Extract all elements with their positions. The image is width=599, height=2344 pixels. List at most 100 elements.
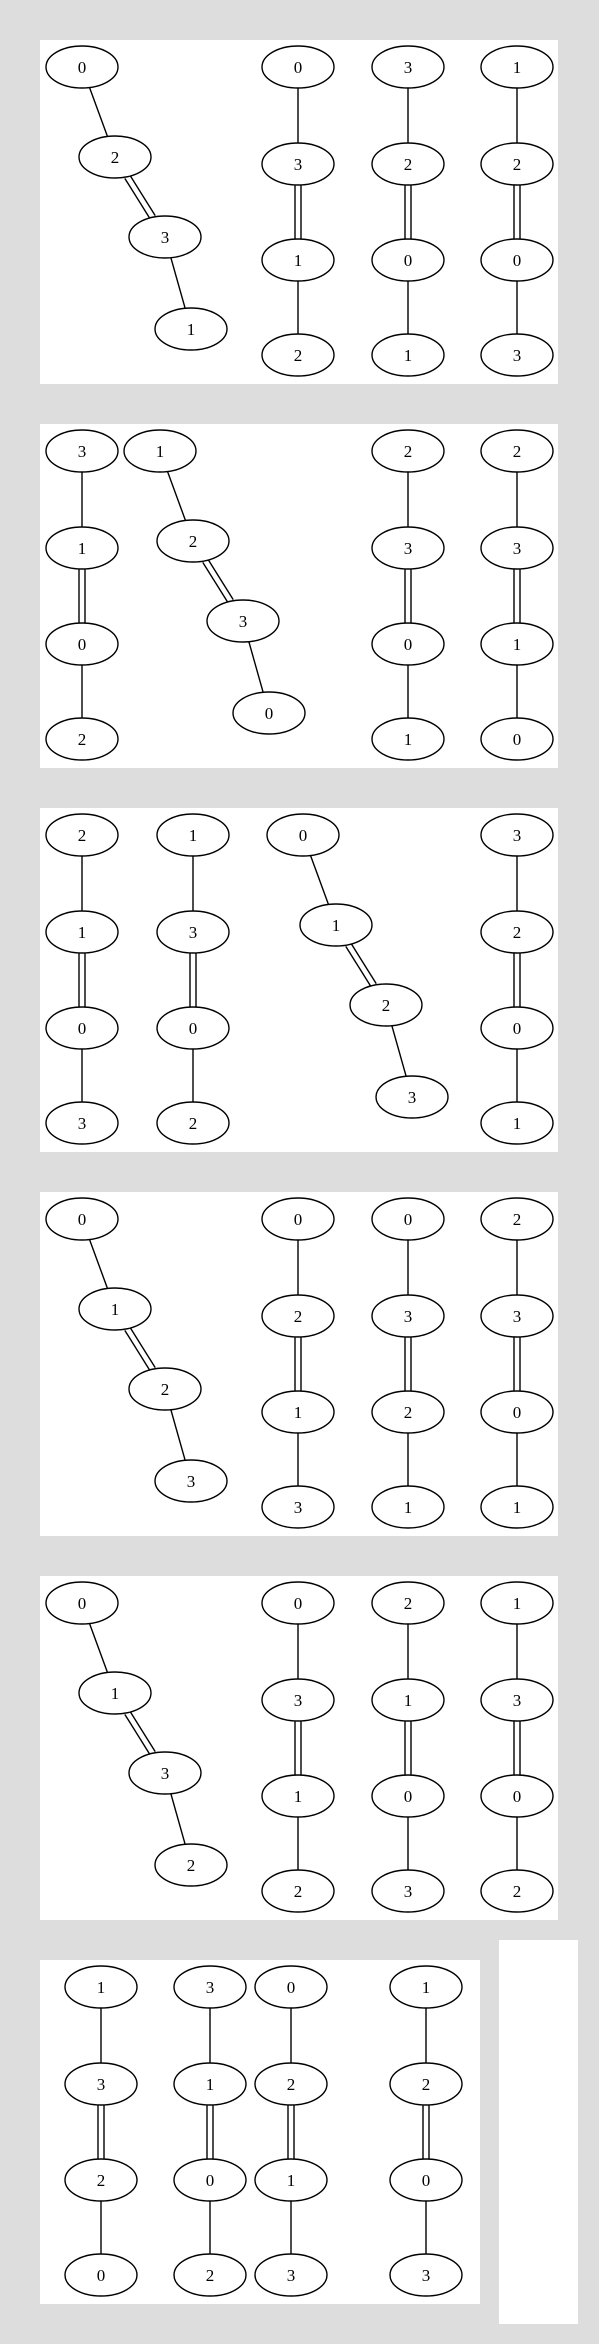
node-label: 2	[97, 2171, 106, 2190]
node-label: 2	[287, 2075, 296, 2094]
graph-node: 3	[173, 1965, 247, 2009]
node-label: 0	[78, 1594, 87, 1613]
node-ellipse	[261, 1485, 335, 1529]
node-label: 3	[287, 2266, 296, 2285]
double-bond-edge	[404, 1337, 412, 1391]
graph-node: 1	[261, 238, 335, 282]
node-label: 3	[78, 1114, 87, 1133]
node-ellipse	[261, 45, 335, 89]
node-label: 3	[161, 1764, 170, 1783]
node-ellipse	[371, 1485, 445, 1529]
double-bond-edge	[513, 953, 521, 1007]
edge-line	[202, 561, 229, 604]
node-ellipse	[480, 1101, 554, 1145]
node-label: 3	[187, 1472, 196, 1491]
node-label: 0	[78, 635, 87, 654]
graph-node: 3	[480, 813, 554, 857]
node-ellipse	[64, 2253, 138, 2297]
node-label: 2	[422, 2075, 431, 2094]
node-label: 0	[78, 1019, 87, 1038]
single-bond-edge	[88, 1623, 109, 1673]
node-label: 0	[294, 58, 303, 77]
node-ellipse	[173, 2062, 247, 2106]
node-label: 0	[265, 704, 274, 723]
node-label: 2	[404, 155, 413, 174]
graph-node: 0	[480, 717, 554, 761]
graph-1-2: 0 3 1 2	[261, 45, 335, 377]
graph-node: 0	[266, 813, 340, 857]
node-ellipse	[480, 1581, 554, 1625]
graph-node: 3	[128, 1751, 202, 1795]
node-label: 1	[294, 1403, 303, 1422]
double-bond-edge	[294, 185, 302, 239]
node-ellipse	[480, 45, 554, 89]
node-ellipse	[45, 429, 119, 473]
node-label: 3	[404, 539, 413, 558]
node-label: 1	[513, 1594, 522, 1613]
graph-node: 3	[371, 45, 445, 89]
node-label: 1	[189, 826, 198, 845]
node-ellipse	[389, 2062, 463, 2106]
graph-node: 0	[45, 1581, 119, 1625]
edge-line	[129, 1710, 156, 1753]
node-label: 2	[404, 1403, 413, 1422]
graph-node: 2	[261, 333, 335, 377]
node-label: 1	[404, 730, 413, 749]
node-ellipse	[261, 1294, 335, 1338]
graph-node: 2	[128, 1367, 202, 1411]
node-label: 2	[189, 532, 198, 551]
node-label: 0	[513, 1019, 522, 1038]
node-label: 0	[78, 58, 87, 77]
graph-node: 0	[480, 1390, 554, 1434]
node-ellipse	[480, 526, 554, 570]
node-ellipse	[78, 1287, 152, 1331]
node-ellipse	[128, 215, 202, 259]
double-bond-edge	[124, 1326, 156, 1372]
graph-node: 1	[45, 526, 119, 570]
graph-node: 3	[261, 1678, 335, 1722]
graph-node: 1	[173, 2062, 247, 2106]
node-label: 3	[294, 155, 303, 174]
node-label: 2	[513, 923, 522, 942]
single-bond-edge	[170, 257, 186, 309]
graph-node: 3	[480, 526, 554, 570]
node-ellipse	[480, 1678, 554, 1722]
graph-node: 1	[78, 1671, 152, 1715]
node-ellipse	[254, 1965, 328, 2009]
edge-line	[124, 1713, 151, 1756]
graph-node: 2	[349, 983, 423, 1027]
node-ellipse	[480, 238, 554, 282]
node-ellipse	[261, 238, 335, 282]
node-ellipse	[266, 813, 340, 857]
graph-node: 2	[45, 717, 119, 761]
node-ellipse	[371, 333, 445, 377]
node-label: 2	[513, 1882, 522, 1901]
node-label: 1	[404, 1498, 413, 1517]
edge-line	[129, 1326, 156, 1369]
double-bond-edge	[513, 1721, 521, 1775]
node-label: 2	[404, 1594, 413, 1613]
node-ellipse	[480, 333, 554, 377]
graph-node: 0	[64, 2253, 138, 2297]
node-label: 0	[294, 1594, 303, 1613]
graph-node: 3	[261, 1485, 335, 1529]
edge-line	[124, 177, 151, 220]
node-label: 0	[206, 2171, 215, 2190]
node-label: 1	[513, 58, 522, 77]
graph-node: 2	[254, 2062, 328, 2106]
node-ellipse	[371, 238, 445, 282]
graph-node: 1	[371, 1678, 445, 1722]
node-label: 1	[294, 1787, 303, 1806]
node-label: 3	[161, 228, 170, 247]
double-bond-edge	[345, 942, 377, 988]
